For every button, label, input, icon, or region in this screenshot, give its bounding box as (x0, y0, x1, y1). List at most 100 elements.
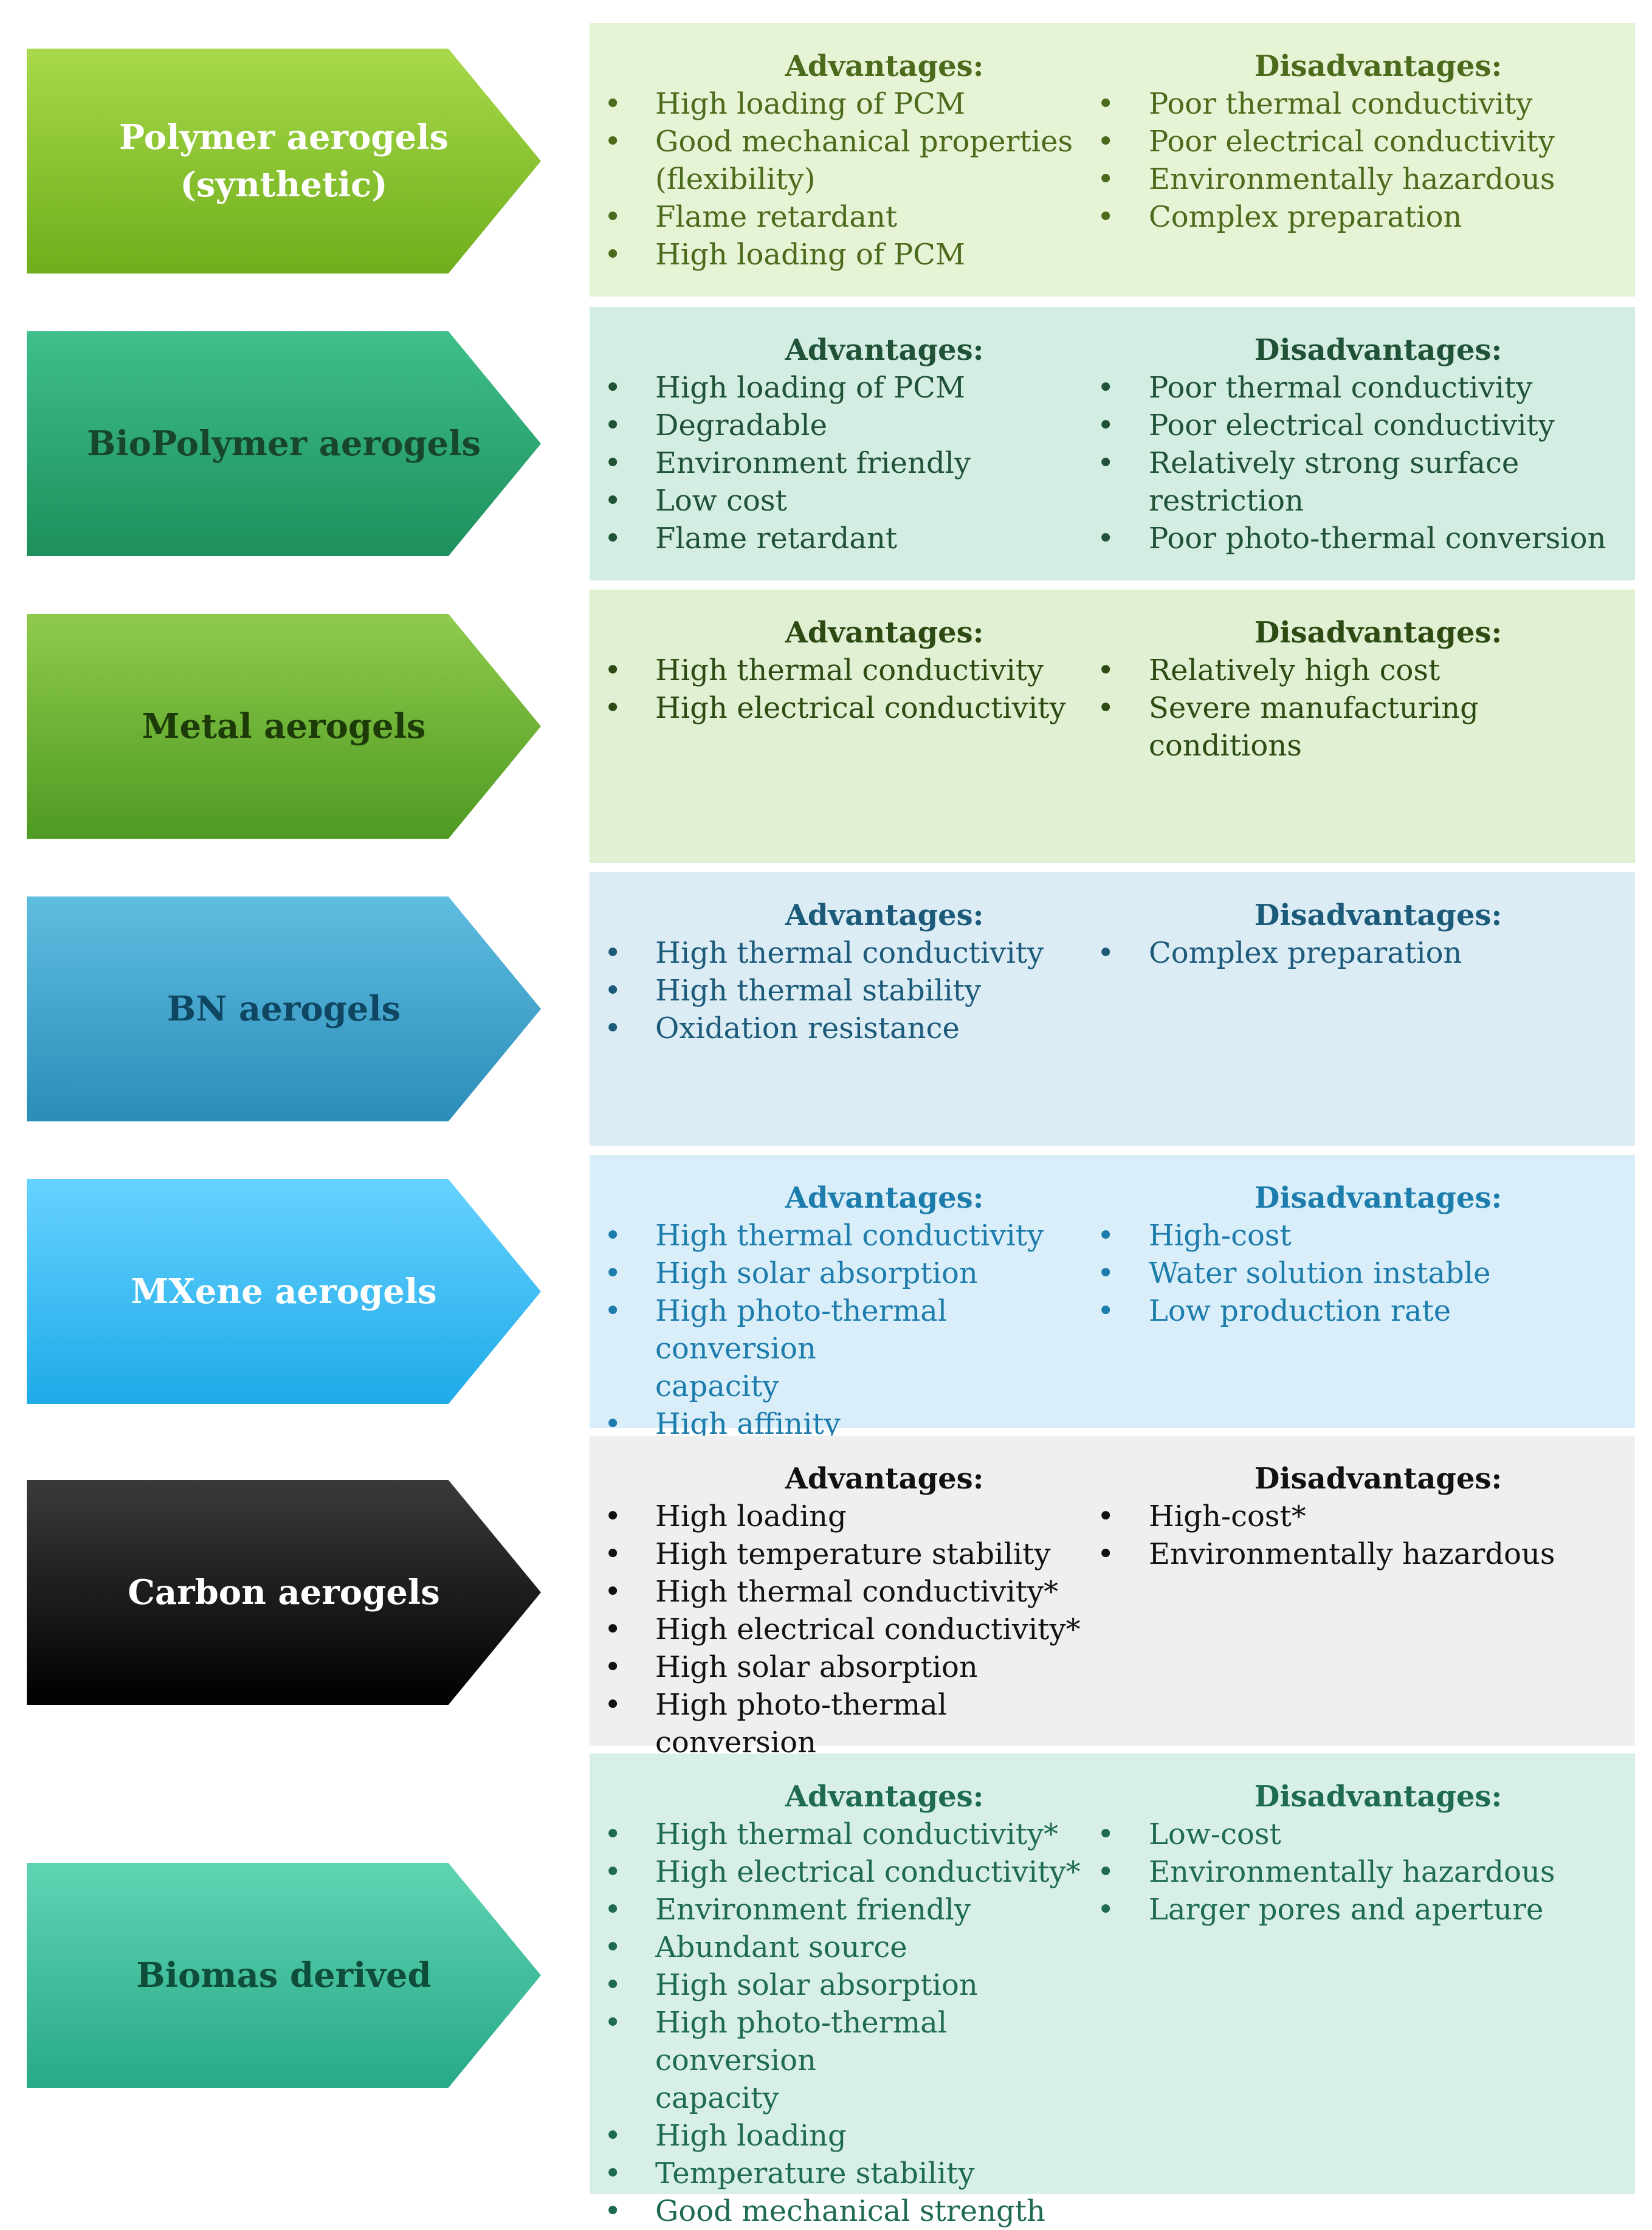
category-arrow: BN aerogels (27, 896, 541, 1121)
list-item: Water solution instable (1097, 1254, 1635, 1292)
advantages-list: High thermal conductivity*High electrica… (590, 1815, 1106, 2230)
disadvantages-column: Disadvantages: Relatively high costSever… (1097, 614, 1635, 765)
list-item: Oxidation resistance (590, 1010, 1106, 1047)
list-item: High loading (590, 2117, 1106, 2155)
category-label: BioPolymer aerogels (87, 424, 481, 464)
list-item: Poor thermal conductivity (1097, 369, 1635, 407)
list-item: High loading of PCM (590, 369, 1106, 407)
disadvantages-heading: Disadvantages: (1254, 616, 1502, 650)
list-item: High photo-thermal conversion capacity (590, 1292, 1106, 1405)
disadvantages-heading: Disadvantages: (1254, 898, 1502, 932)
properties-panel: Advantages: High thermal conductivityHig… (590, 872, 1635, 1146)
category-label: MXene aerogels (131, 1272, 437, 1312)
list-item: Good mechanical properties (flexibility) (590, 123, 1106, 198)
category-label: BN aerogels (167, 989, 401, 1029)
list-item: Environmentally hazardous (1097, 1853, 1635, 1891)
advantages-list: High thermal conductivityHigh thermal st… (590, 934, 1106, 1047)
advantages-column: Advantages: High thermal conductivityHig… (590, 614, 1106, 727)
properties-panel: Advantages: High thermal conductivity*Hi… (590, 1753, 1635, 2230)
disadvantages-column: Disadvantages: High-cost*Environmentally… (1097, 1460, 1635, 1573)
list-item: High temperature stability (590, 1535, 1106, 1573)
list-item: High thermal conductivity (590, 652, 1106, 689)
list-item: Poor electrical conductivity (1097, 123, 1635, 160)
list-item: Low-cost (1097, 1815, 1635, 1853)
list-item: Larger pores and aperture (1097, 1891, 1635, 1929)
advantages-list: High loadingHigh temperature stabilityHi… (590, 1498, 1106, 1761)
list-item: Poor electrical conductivity (1097, 407, 1635, 444)
list-item: High electrical conductivity (590, 689, 1106, 727)
list-item: High solar absorption (590, 1254, 1106, 1292)
disadvantages-column: Disadvantages: Poor thermal conductivity… (1097, 331, 1635, 557)
disadvantages-column: Disadvantages: Low-costEnvironmentally h… (1097, 1778, 1635, 1929)
category-arrow: BioPolymer aerogels (27, 331, 541, 556)
list-item: High loading of PCM (590, 85, 1106, 123)
advantages-list: High loading of PCMGood mechanical prope… (590, 85, 1106, 274)
disadvantages-heading: Disadvantages: (1254, 1181, 1502, 1215)
category-arrow: Carbon aerogels (27, 1480, 541, 1705)
list-item: Environment friendly (590, 444, 1106, 482)
list-item: Degradable (590, 407, 1106, 444)
advantages-column: Advantages: High loading of PCMDegradabl… (590, 331, 1106, 557)
list-item: High thermal conductivity* (590, 1573, 1106, 1611)
properties-panel: Advantages: High loading of PCMDegradabl… (590, 307, 1635, 580)
list-item: Abundant source (590, 1929, 1106, 1966)
category-label: Polymer aerogels (synthetic) (119, 117, 449, 205)
list-item: Environment friendly (590, 1891, 1106, 1929)
list-item: High thermal conductivity* (590, 1815, 1106, 1853)
list-item: Severe manufacturing conditions (1097, 689, 1635, 765)
disadvantages-column: Disadvantages: Poor thermal conductivity… (1097, 47, 1635, 236)
advantages-heading: Advantages: (785, 616, 984, 650)
list-item: Low cost (590, 482, 1106, 520)
advantages-heading: Advantages: (785, 1780, 984, 1814)
advantages-heading: Advantages: (785, 898, 984, 932)
list-item: Low production rate (1097, 1292, 1635, 1330)
list-item: High thermal conductivity (590, 934, 1106, 972)
list-item: Good mechanical strength (590, 2192, 1106, 2230)
advantages-list: High loading of PCMDegradableEnvironment… (590, 369, 1106, 557)
list-item: High thermal stability (590, 972, 1106, 1010)
disadvantages-heading: Disadvantages: (1254, 49, 1502, 83)
list-item: Poor photo-thermal conversion (1097, 520, 1635, 557)
list-item: High photo-thermal conversion capacity (590, 2004, 1106, 2117)
advantages-list: High thermal conductivityHigh solar abso… (590, 1217, 1106, 1443)
disadvantages-list: Poor thermal conductivityPoor electrical… (1097, 369, 1635, 557)
category-arrow: Biomas derived (27, 1863, 541, 2088)
category-arrow: Metal aerogels (27, 614, 541, 839)
disadvantages-heading: Disadvantages: (1254, 1780, 1502, 1814)
advantages-heading: Advantages: (785, 333, 984, 367)
advantages-heading: Advantages: (785, 49, 984, 83)
list-item: High loading (590, 1498, 1106, 1535)
list-item: High-cost (1097, 1217, 1635, 1254)
advantages-heading: Advantages: (785, 1181, 984, 1215)
list-item: High thermal conductivity (590, 1217, 1106, 1254)
advantages-heading: Advantages: (785, 1462, 984, 1496)
properties-panel: Advantages: High loadingHigh temperature… (590, 1436, 1635, 1760)
list-item: Poor thermal conductivity (1097, 85, 1635, 123)
disadvantages-list: Poor thermal conductivityPoor electrical… (1097, 85, 1635, 236)
category-label: Carbon aerogels (128, 1572, 440, 1612)
list-item: Complex preparation (1097, 198, 1635, 236)
advantages-list: High thermal conductivityHigh electrical… (590, 652, 1106, 727)
disadvantages-heading: Disadvantages: (1254, 333, 1502, 367)
properties-panel: Advantages: High thermal conductivityHig… (590, 590, 1635, 863)
category-label: Biomas derived (136, 1955, 432, 1995)
disadvantages-list: Low-costEnvironmentally hazardousLarger … (1097, 1815, 1635, 1929)
advantages-column: Advantages: High loadingHigh temperature… (590, 1460, 1106, 1761)
list-item: Relatively strong surface restriction (1097, 444, 1635, 520)
disadvantages-list: Relatively high costSevere manufacturing… (1097, 652, 1635, 765)
properties-panel: Advantages: High thermal conductivityHig… (590, 1155, 1635, 1443)
list-item: Temperature stability (590, 2155, 1106, 2192)
disadvantages-list: High-costWater solution instableLow prod… (1097, 1217, 1635, 1330)
advantages-column: Advantages: High thermal conductivityHig… (590, 1179, 1106, 1443)
list-item: High-cost* (1097, 1498, 1635, 1535)
advantages-column: Advantages: High thermal conductivityHig… (590, 896, 1106, 1047)
category-label: Metal aerogels (142, 706, 426, 746)
list-item: High solar absorption (590, 1966, 1106, 2004)
category-arrow: Polymer aerogels (synthetic) (27, 49, 541, 274)
list-item: Environmentally hazardous (1097, 1535, 1635, 1573)
disadvantages-column: Disadvantages: High-costWater solution i… (1097, 1179, 1635, 1330)
category-arrow: MXene aerogels (27, 1179, 541, 1404)
list-item: Flame retardant (590, 198, 1106, 236)
disadvantages-list: High-cost*Environmentally hazardous (1097, 1498, 1635, 1573)
advantages-column: Advantages: High thermal conductivity*Hi… (590, 1778, 1106, 2230)
